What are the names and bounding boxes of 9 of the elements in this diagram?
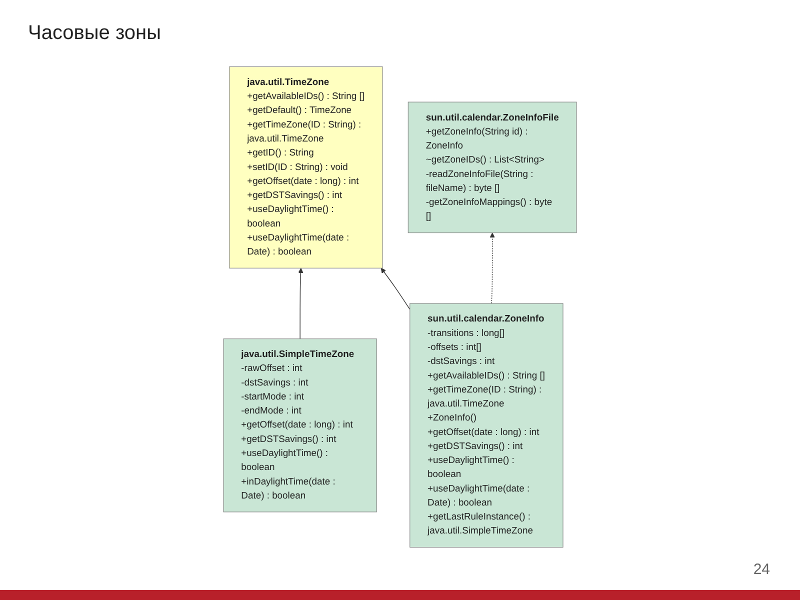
node-box: sun.util.calendar.ZoneInfoFile +getZoneInfo(String id) : ZoneInfo ~getZoneIDs() : List<String> -readZoneInfoFile(String : fileName) : byte [] -getZoneInfoMappings() : byte [] [408,102,577,234]
arrow [298,268,304,340]
page-number: 24 [753,561,770,578]
arrow [490,232,495,304]
slide-title: Часовые зоны [28,22,161,45]
node-box: java.util.SimpleTimeZone -rawOffset : int -dstSavings : int -startMode : int -endMode : int +getOffset(date : long) : int +getDSTSavings() : int +useDaylightTime() : boolean +inDaylightTime(date : Date) : boolean [223,338,377,512]
node-box: java.util.TimeZone +getAvailableIDs() : String [] +getDefault() : TimeZone +getTimeZone(ID : String) : java.util.TimeZone +getID() : String +setID(ID : String) : void +getOffset(date : long) : int +getDSTSavings() : int +useDaylightTime() : boolean +useDaylightTime(date : Date) : boolean [229,66,383,268]
arrow [380,268,410,310]
node-box: sun.util.calendar.ZoneInfo -transitions : long[] -offsets : int[] -dstSavings : int +getAvailableIDs() : String [] +getTimeZone(ID : String) : java.util.TimeZone +ZoneInfo() +getOffset(date : long) : int +getDSTSavings() : int +useDaylightTime() : boolean +useDaylightTime(date : Date) : boolean +getLastRuleInstance() : java.util.SimpleTimeZone [410,303,564,548]
